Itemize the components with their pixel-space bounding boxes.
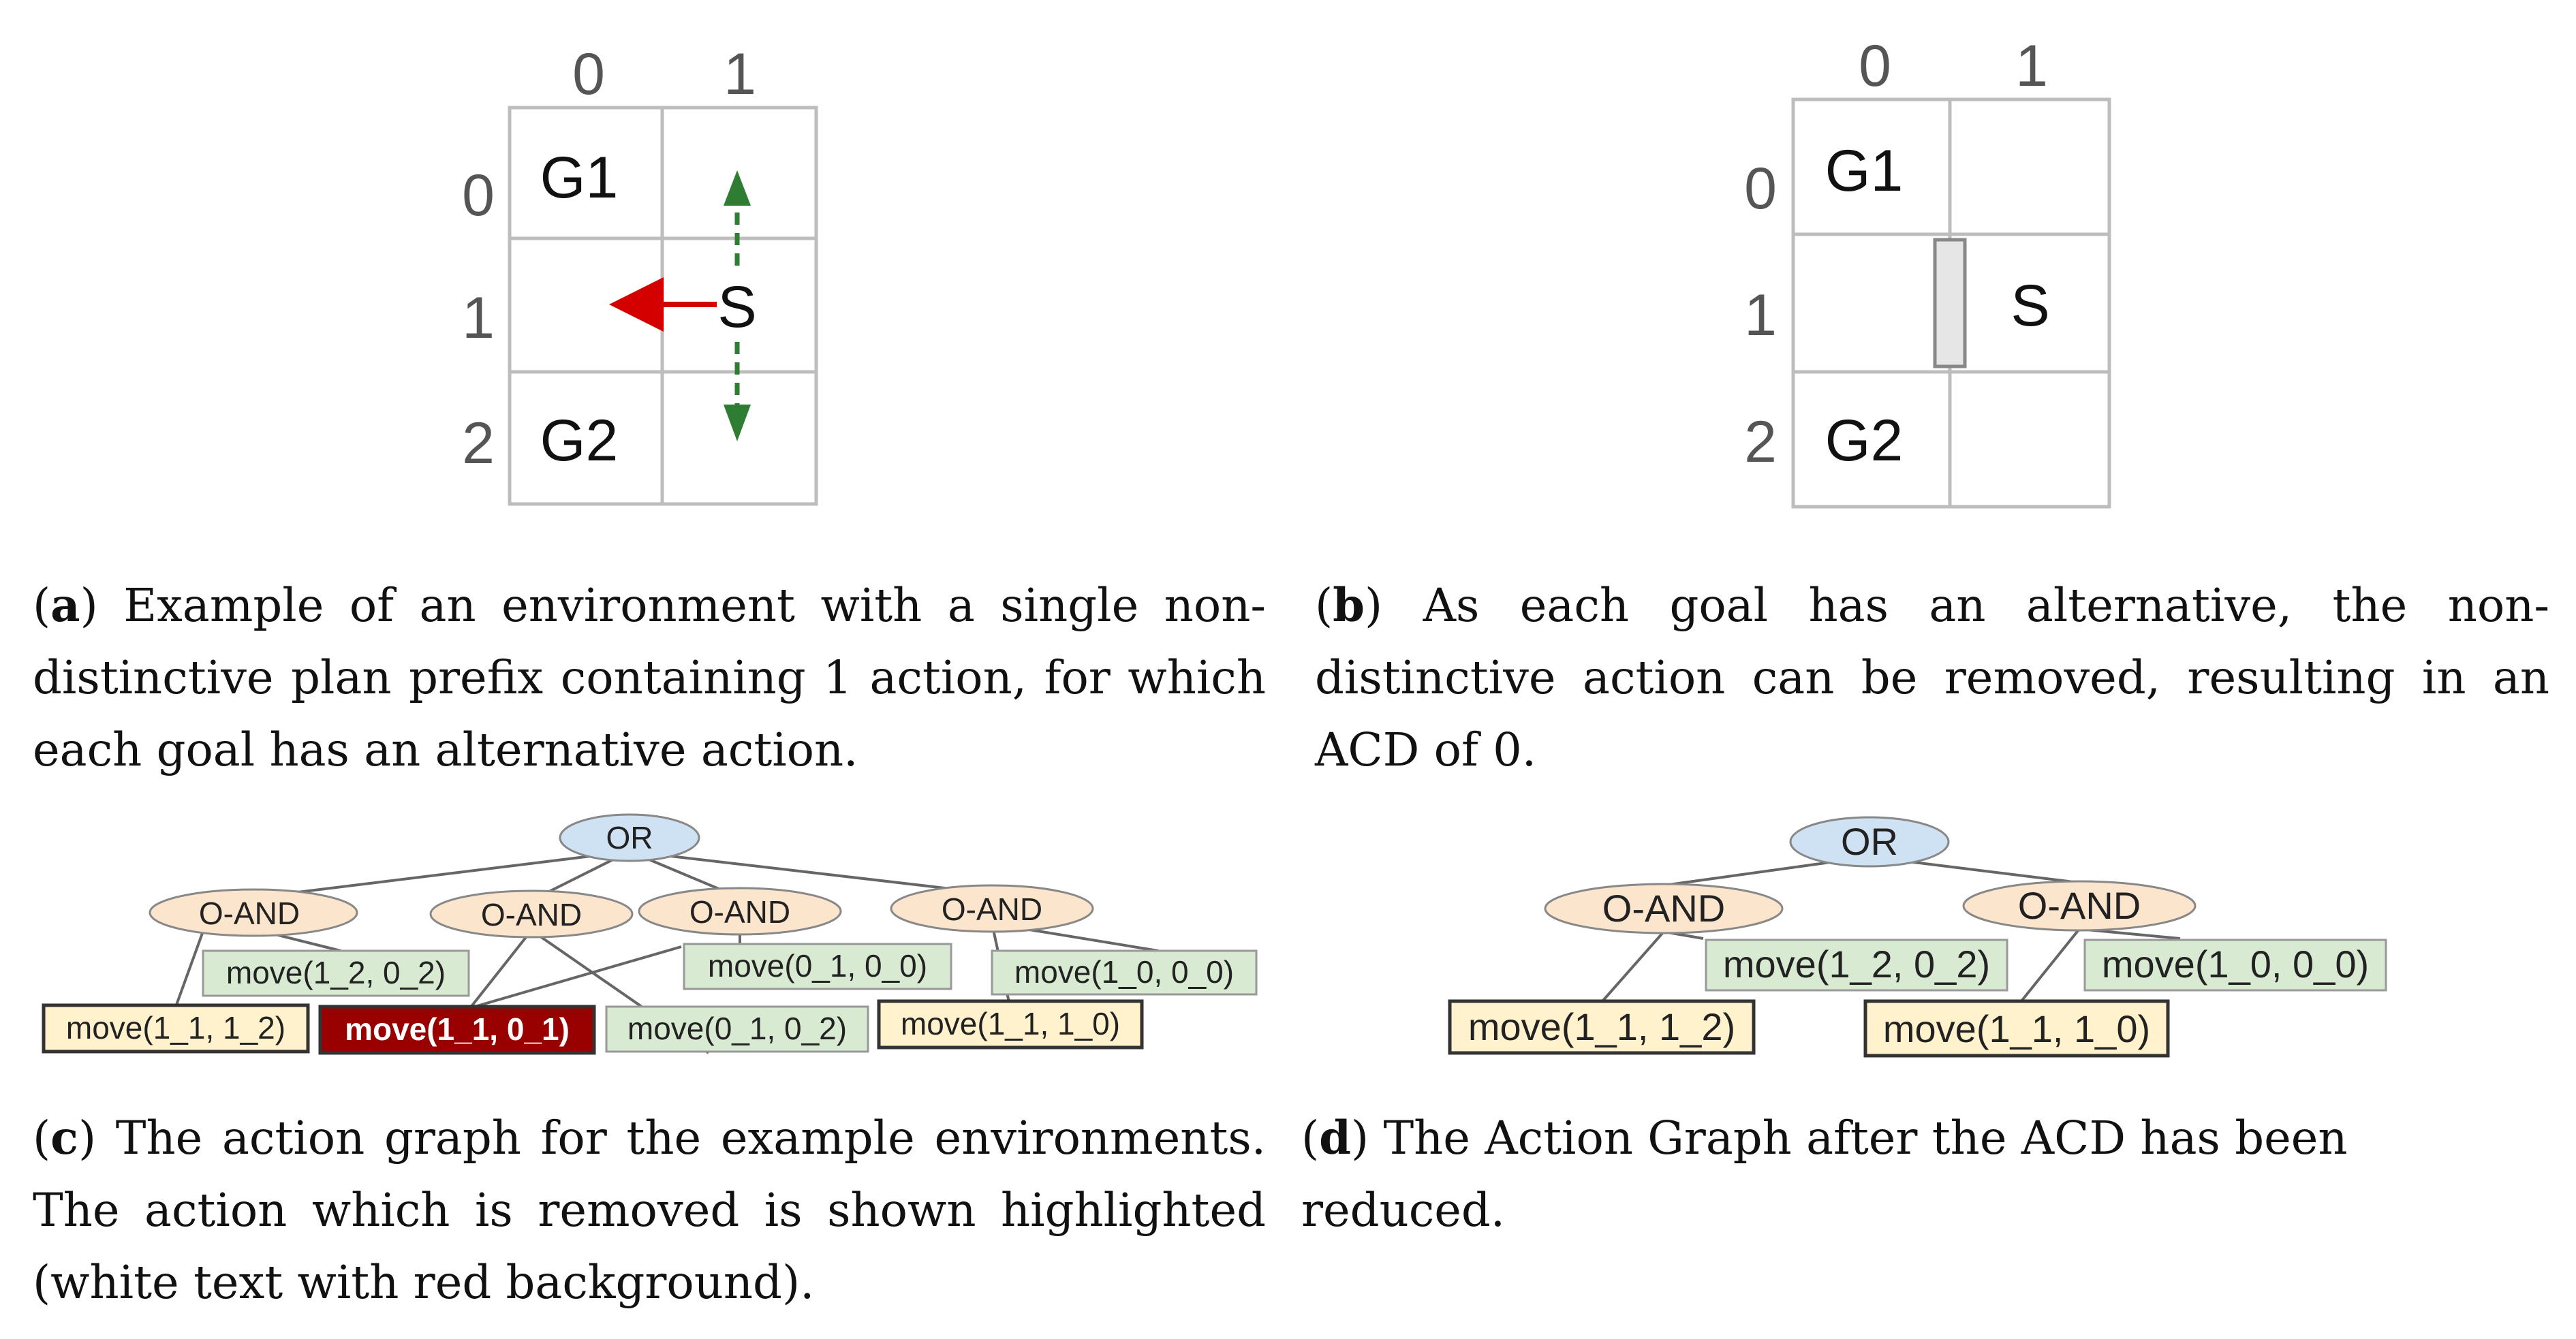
start-s: S <box>2011 273 2049 338</box>
caption-label: d <box>1319 1111 1351 1165</box>
action-node <box>1705 939 2008 992</box>
row-label-0: 0 <box>1744 156 1777 221</box>
caption-paren: ) <box>80 579 98 632</box>
action-node <box>1448 999 1756 1055</box>
action-label: move(0_1, 0_0) <box>708 948 927 983</box>
panel-c-graph: OR O-AND O-AND O-AND O-AND move(1_2, 0_2… <box>42 813 1258 1055</box>
col-label-1: 1 <box>724 42 756 107</box>
goal-g1: G1 <box>540 145 619 210</box>
row-label-0: 0 <box>462 163 495 228</box>
row-label-1: 1 <box>462 285 495 351</box>
goal-g2: G2 <box>1825 408 1904 473</box>
oand-node <box>1962 880 2197 932</box>
or-node <box>559 813 700 862</box>
action-label: move(1_0, 0_0) <box>1014 954 1234 990</box>
panel-d-graph: OR O-AND O-AND move(1_2, 0_2) move(1_0, … <box>1448 816 2387 1058</box>
caption-paren: ( <box>33 579 51 632</box>
or-label: OR <box>1841 820 1898 863</box>
caption-text: The Action Graph after the ACD has been … <box>1301 1112 2348 1237</box>
oand-label: O-AND <box>481 897 582 932</box>
oand-node <box>429 889 634 939</box>
goal-g2: G2 <box>540 408 619 473</box>
caption-paren: ( <box>1315 579 1333 632</box>
green-arrow-up-icon <box>724 170 751 206</box>
action-node <box>2083 939 2387 992</box>
caption-a: (a) Example of an environment with a sin… <box>33 569 1266 786</box>
caption-text: The action graph for the example environ… <box>33 1112 1266 1309</box>
removed-action-label: move(1_1, 0_1) <box>345 1011 570 1047</box>
start-s: S <box>717 274 756 340</box>
oand-label: O-AND <box>942 892 1042 927</box>
caption-c: (c) The action graph for the example env… <box>33 1102 1266 1319</box>
panel-a-grid: 0 1 0 1 2 G1 G2 S <box>462 42 818 506</box>
or-label: OR <box>606 820 653 855</box>
caption-label: a <box>50 578 80 632</box>
caption-paren: ) <box>78 1112 97 1165</box>
caption-paren: ) <box>1351 1112 1369 1165</box>
action-label: move(0_1, 0_2) <box>627 1011 847 1046</box>
action-node <box>991 949 1258 996</box>
green-arrow-down-icon <box>724 405 751 441</box>
caption-paren: ( <box>33 1112 51 1165</box>
oand-node <box>638 887 842 936</box>
col-label-0: 0 <box>572 42 605 107</box>
caption-paren: ( <box>1301 1112 1320 1165</box>
col-label-0: 0 <box>1859 33 1891 99</box>
caption-b: (b) As each goal has an alternative, the… <box>1315 569 2549 786</box>
oand-node <box>1544 883 1784 934</box>
caption-paren: ) <box>1365 579 1383 632</box>
caption-text: Example of an environment with a single … <box>33 579 1266 776</box>
oand-label: O-AND <box>2018 884 2141 927</box>
row-label-2: 2 <box>1744 409 1777 475</box>
action-label: move(1_1, 1_2) <box>66 1010 285 1045</box>
row-label-2: 2 <box>462 411 495 476</box>
or-node <box>1789 816 1950 868</box>
caption-text: As each goal has an alternative, the non… <box>1315 579 2549 776</box>
oand-label: O-AND <box>689 894 790 930</box>
action-node <box>202 949 470 997</box>
action-label: move(1_2, 0_2) <box>226 955 446 990</box>
oand-node <box>890 884 1094 933</box>
action-node <box>877 999 1144 1050</box>
col-label-1: 1 <box>2015 33 2048 99</box>
caption-label: c <box>50 1111 78 1165</box>
caption-d: (d) The Action Graph after the ACD has b… <box>1301 1102 2562 1246</box>
action-label: move(1_2, 0_2) <box>1723 943 1990 986</box>
oand-node <box>149 888 358 937</box>
removed-action-node <box>318 1005 596 1055</box>
panel-b-grid: 0 1 0 1 2 G1 G2 S <box>1744 33 2111 509</box>
row-label-1: 1 <box>1744 283 1777 348</box>
oand-label: O-AND <box>199 896 300 931</box>
wall-block <box>1933 238 1967 368</box>
caption-label: b <box>1333 578 1365 632</box>
action-node <box>683 943 952 990</box>
action-label: move(1_1, 1_0) <box>1883 1007 2150 1050</box>
action-label: move(1_1, 1_0) <box>901 1006 1120 1041</box>
action-label: move(1_1, 1_2) <box>1468 1005 1735 1048</box>
action-node <box>42 1003 310 1054</box>
goal-g1: G1 <box>1825 138 1904 204</box>
action-label: move(1_0, 0_0) <box>2102 943 2369 986</box>
action-node <box>605 1005 869 1053</box>
oand-label: O-AND <box>1602 887 1725 930</box>
action-node <box>1863 999 2170 1058</box>
